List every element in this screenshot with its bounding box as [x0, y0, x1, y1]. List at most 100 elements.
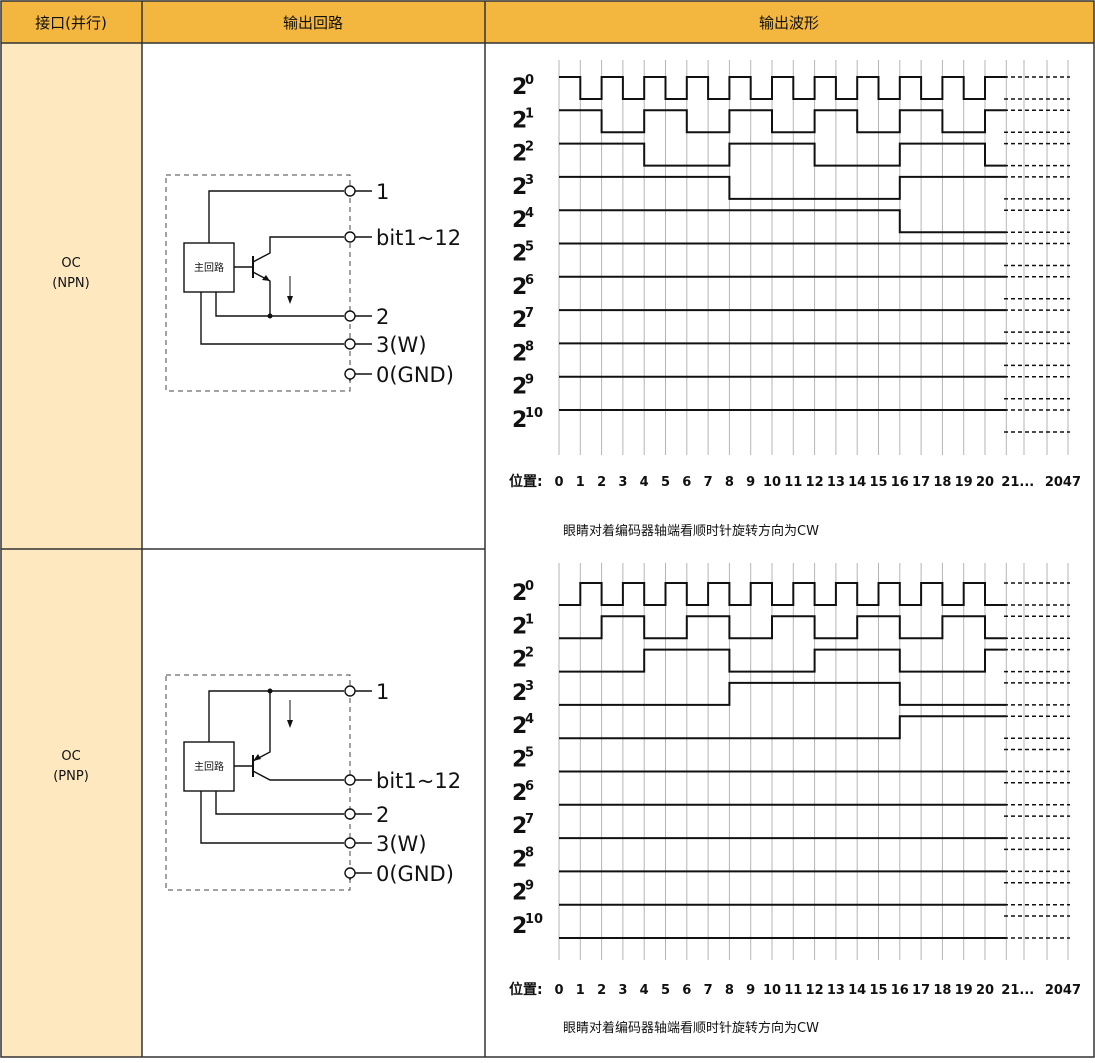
- terminal-label-1-pnp: 1: [376, 680, 389, 704]
- bit-label: 2: [512, 408, 527, 433]
- bit-label: 2: [512, 781, 527, 806]
- terminal-label-0-pnp: 0(GND): [376, 862, 454, 886]
- header-interface: 接口(并行): [35, 14, 107, 32]
- bit-label-exponent: 7: [525, 306, 534, 321]
- bit-label-exponent: 5: [525, 746, 534, 761]
- position-label: 位置:: [509, 981, 543, 998]
- bit-label: 2: [512, 648, 527, 673]
- terminal-label-3-pnp: 3(W): [376, 832, 427, 856]
- terminal-label-2-npn: 2: [376, 305, 389, 329]
- bit-waveform: [559, 582, 1007, 606]
- position-end-label: 2047: [1045, 983, 1081, 998]
- position-tick-label: 8: [725, 475, 734, 490]
- position-tick-label: 19: [955, 475, 973, 490]
- position-tick-label: 20: [976, 983, 994, 998]
- position-tick-label: 2: [597, 983, 606, 998]
- bit-waveform: [559, 109, 1007, 134]
- main-circuit-label-pnp: 主回路: [194, 760, 224, 773]
- bit-label: 2: [512, 847, 527, 872]
- position-tick-label: 18: [933, 475, 951, 490]
- position-tick-label: 21...: [1001, 475, 1034, 490]
- terminal-label-bit-pnp: bit1~12: [376, 769, 461, 793]
- position-tick-label: 3: [618, 475, 627, 490]
- bit-label: 2: [512, 814, 527, 839]
- bit-label: 2: [512, 75, 527, 100]
- bit-label-exponent: 4: [525, 712, 534, 727]
- enclosure-dashed-pnp: [165, 674, 351, 891]
- terminal-label-3-npn: 3(W): [376, 333, 427, 357]
- position-tick-label: 2: [597, 475, 606, 490]
- position-tick-label: 1: [576, 475, 585, 490]
- bit-label: 2: [512, 614, 527, 639]
- position-tick-label: 0: [554, 475, 563, 490]
- type-sub-npn: (NPN): [52, 276, 89, 291]
- bit-label: 2: [512, 242, 527, 267]
- position-tick-label: 5: [661, 475, 670, 490]
- position-tick-label: 4: [640, 983, 649, 998]
- bit-waveform: [559, 209, 1007, 234]
- bit-label: 2: [512, 748, 527, 773]
- bit-label-exponent: 10: [525, 912, 543, 927]
- position-tick-label: 9: [746, 983, 755, 998]
- bit-label: 2: [512, 881, 527, 906]
- bit-label-exponent: 6: [525, 273, 534, 288]
- position-tick-label: 21...: [1001, 983, 1034, 998]
- position-tick-label: 6: [682, 475, 691, 490]
- rotation-note: 眼睛对着编码器轴端看顺时针旋转方向为CW: [563, 523, 819, 539]
- bit-label-exponent: 0: [525, 579, 534, 594]
- position-tick-label: 10: [763, 475, 781, 490]
- position-tick-label: 17: [912, 475, 930, 490]
- bit-label: 2: [512, 208, 527, 233]
- position-tick-label: 7: [704, 475, 713, 490]
- main-circuit-label-npn: 主回路: [194, 261, 224, 274]
- terminal-label-bit-npn: bit1~12: [376, 226, 461, 250]
- bit-label-exponent: 3: [525, 173, 534, 188]
- position-tick-label: 18: [933, 983, 951, 998]
- header-cell-circuit: [142, 1, 485, 43]
- bit-label: 2: [512, 341, 527, 366]
- position-tick-label: 12: [806, 475, 824, 490]
- terminal-label-2-pnp: 2: [376, 803, 389, 827]
- position-tick-label: 16: [891, 983, 909, 998]
- bit-label-exponent: 4: [525, 206, 534, 221]
- bit-label-exponent: 9: [525, 373, 534, 388]
- header-cell-waveform: [485, 1, 1094, 43]
- position-label: 位置:: [509, 473, 543, 490]
- bit-label-exponent: 10: [525, 406, 543, 421]
- type-label-pnp: OC: [61, 749, 80, 764]
- position-tick-label: 15: [869, 475, 887, 490]
- bit-waveform: [559, 142, 1007, 167]
- position-tick-label: 14: [848, 475, 866, 490]
- bit-label-exponent: 0: [525, 73, 534, 88]
- position-tick-label: 11: [784, 983, 802, 998]
- bit-label-exponent: 9: [525, 879, 534, 894]
- position-tick-label: 17: [912, 983, 930, 998]
- rotation-note: 眼睛对着编码器轴端看顺时针旋转方向为CW: [563, 1020, 819, 1036]
- side-cell-npn: [1, 43, 142, 549]
- position-tick-label: 19: [955, 983, 973, 998]
- bit-label: 2: [512, 714, 527, 739]
- position-tick-label: 6: [682, 983, 691, 998]
- position-tick-label: 7: [704, 983, 713, 998]
- bit-label-exponent: 7: [525, 812, 534, 827]
- enclosure-dashed-npn: [165, 174, 351, 392]
- bit-label-exponent: 8: [525, 339, 534, 354]
- type-sub-pnp: (PNP): [53, 769, 89, 784]
- bit-label-exponent: 5: [525, 240, 534, 255]
- position-tick-label: 20: [976, 475, 994, 490]
- bit-label: 2: [512, 175, 527, 200]
- position-tick-label: 1: [576, 983, 585, 998]
- circuit-pnp: [165, 674, 372, 891]
- bit-label-exponent: 2: [525, 140, 534, 155]
- position-tick-label: 12: [806, 983, 824, 998]
- position-tick-label: 15: [869, 983, 887, 998]
- position-tick-label: 11: [784, 475, 802, 490]
- bit-label: 2: [512, 681, 527, 706]
- bit-label: 2: [512, 581, 527, 606]
- position-tick-label: 0: [554, 983, 563, 998]
